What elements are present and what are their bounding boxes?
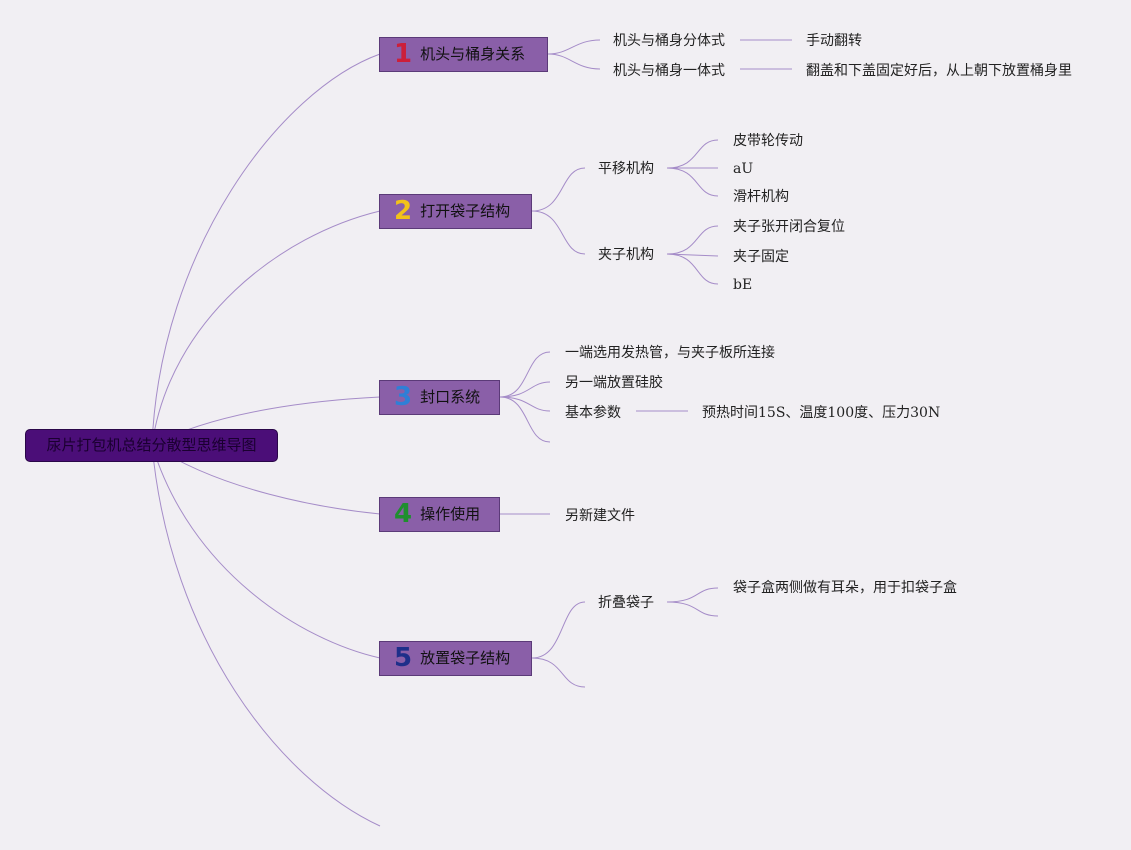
leaf-2-1-2[interactable]: aU (733, 160, 753, 178)
subtopic-4-1[interactable]: 另新建文件 (565, 507, 635, 525)
branch-label-3: 封口系统 (420, 388, 481, 406)
link-b2-s1 (531, 167, 586, 212)
link-b5-s2 (531, 657, 586, 688)
subtopic-5-1-label: 折叠袋子 (598, 595, 654, 611)
link-b2-s2 (531, 210, 586, 255)
leaf-2-2-2[interactable]: 夹子固定 (733, 248, 789, 266)
subtopic-1-2-label: 机头与桶身一体式 (613, 63, 725, 79)
subtopic-4-1-label: 另新建文件 (565, 508, 635, 524)
link-b1-s2 (547, 53, 601, 70)
branch-number-3: 3 (394, 382, 413, 412)
leaf-1-1-1[interactable]: 手动翻转 (806, 32, 862, 50)
branch-label-1: 机头与桶身关系 (420, 45, 526, 63)
leaf-1-2-1[interactable]: 翻盖和下盖固定好后，从上朝下放置桶身里 (806, 62, 1072, 80)
subtopic-1-1-label: 机头与桶身分体式 (613, 33, 725, 49)
leaf-1-2-1-label: 翻盖和下盖固定好后，从上朝下放置桶身里 (806, 63, 1072, 79)
link-b5-s1-l1 (666, 587, 719, 603)
subtopic-2-1-label: 平移机构 (598, 161, 654, 177)
link-root-b1 (151, 53, 381, 446)
branch-number-5: 5 (394, 643, 413, 673)
branch-label-5: 放置袋子结构 (420, 649, 511, 667)
leaf-2-1-1[interactable]: 皮带轮传动 (733, 132, 803, 150)
branch-label-2: 打开袋子结构 (420, 202, 511, 220)
branch-topic-1[interactable]: 1 机头与桶身关系 (379, 37, 548, 72)
subtopic-3-1-label: 一端选用发热管，与夹子板所连接 (565, 345, 775, 361)
link-root-b6 (151, 444, 381, 827)
link-b5-s1 (531, 601, 586, 659)
leaf-3-3-1[interactable]: 预热时间15S、温度100度、压力30N (702, 404, 940, 422)
branch-number-4: 4 (394, 499, 413, 529)
leaf-5-1-1-label: 袋子盒两侧做有耳朵，用于扣袋子盒 (733, 580, 957, 596)
link-root-b5 (151, 444, 381, 659)
link-b1-s1 (547, 39, 601, 55)
subtopic-1-1[interactable]: 机头与桶身分体式 (613, 32, 725, 50)
leaf-5-1-1[interactable]: 袋子盒两侧做有耳朵，用于扣袋子盒 (733, 579, 957, 597)
subtopic-3-2-label: 另一端放置硅胶 (565, 375, 663, 391)
branch-topic-2[interactable]: 2 打开袋子结构 (379, 194, 532, 229)
subtopic-3-3[interactable]: 基本参数 (565, 404, 621, 422)
root-topic-label: 尿片打包机总结分散型思维导图 (46, 436, 257, 454)
subtopic-1-2[interactable]: 机头与桶身一体式 (613, 62, 725, 80)
subtopic-2-1[interactable]: 平移机构 (598, 160, 654, 178)
branch-number-1: 1 (394, 39, 413, 69)
leaf-2-1-3-label: 滑杆机构 (733, 189, 789, 205)
leaf-2-2-2-label: 夹子固定 (733, 249, 789, 265)
leaf-2-1-1-label: 皮带轮传动 (733, 133, 803, 149)
branch-topic-3[interactable]: 3 封口系统 (379, 380, 500, 415)
link-b2-s2-l3 (666, 253, 719, 285)
leaf-3-3-1-label: 预热时间15S、温度100度、压力30N (702, 405, 941, 421)
subtopic-3-3-label: 基本参数 (565, 405, 621, 421)
leaf-1-1-1-label: 手动翻转 (806, 33, 862, 49)
link-b2-s2-l1 (666, 225, 719, 255)
link-b3-s1 (499, 351, 551, 398)
branch-label-4: 操作使用 (420, 505, 481, 523)
branch-topic-5[interactable]: 5 放置袋子结构 (379, 641, 532, 676)
link-b3-s4 (499, 396, 551, 443)
leaf-2-2-1-label: 夹子张开闭合复位 (733, 219, 845, 235)
leaf-2-1-3[interactable]: 滑杆机构 (733, 188, 789, 206)
root-topic[interactable]: 尿片打包机总结分散型思维导图 (25, 429, 278, 462)
branch-topic-4[interactable]: 4 操作使用 (379, 497, 500, 532)
subtopic-3-2[interactable]: 另一端放置硅胶 (565, 374, 663, 392)
link-root-b2 (151, 210, 381, 446)
leaf-2-2-3-label: bE (733, 277, 753, 293)
link-b2-s1-l1 (666, 139, 719, 169)
leaf-2-1-2-label: aU (733, 161, 754, 177)
subtopic-3-1[interactable]: 一端选用发热管，与夹子板所连接 (565, 344, 775, 362)
link-b5-s1-l2 (666, 601, 719, 617)
branch-number-2: 2 (394, 196, 413, 226)
subtopic-2-2[interactable]: 夹子机构 (598, 246, 654, 264)
link-b3-s3 (499, 396, 551, 412)
leaf-2-2-3[interactable]: bE (733, 276, 752, 294)
leaf-2-2-1[interactable]: 夹子张开闭合复位 (733, 218, 845, 236)
subtopic-2-2-label: 夹子机构 (598, 247, 654, 263)
link-b2-s1-l3 (666, 167, 719, 197)
subtopic-5-1[interactable]: 折叠袋子 (598, 594, 654, 612)
link-b3-s2 (499, 381, 551, 398)
